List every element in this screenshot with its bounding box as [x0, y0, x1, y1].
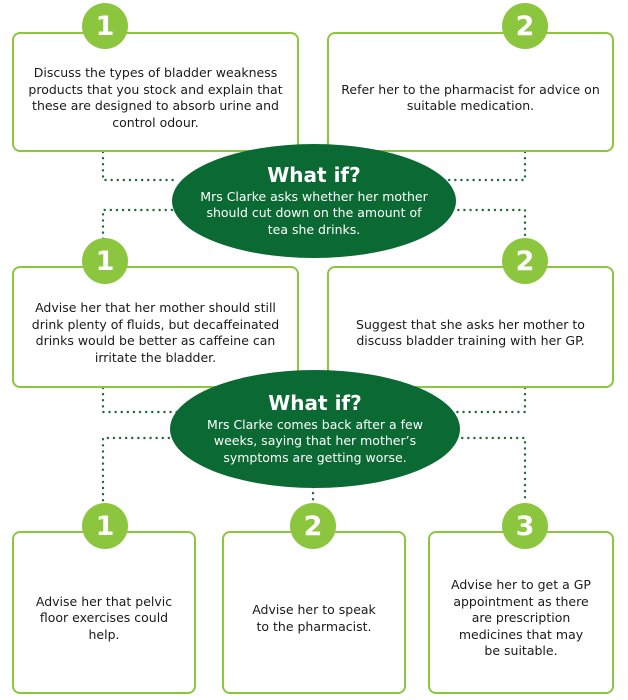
what-if-ellipse-1: What if? Mrs Clarke asks whether her mot… [172, 144, 456, 258]
connector-mid-left [101, 208, 180, 242]
what-if-ellipse-2: What if? Mrs Clarke comes back after a f… [170, 370, 460, 488]
connector-bottom-right [448, 436, 527, 504]
number-badge: 1 [82, 503, 128, 549]
option-box-2-2: Suggest that she asks her mother to disc… [327, 266, 614, 388]
connector-low-right [438, 386, 527, 414]
what-if-text: Mrs Clarke comes back after a few weeks,… [207, 417, 423, 465]
option-box-1-2: Refer her to the pharmacist for advice o… [327, 32, 614, 152]
number-badge: 1 [82, 3, 128, 49]
option-box-2-1: Advise her that her mother should still … [12, 266, 299, 388]
connector-bottom-left [101, 436, 177, 504]
option-text: Advise her to get a GP appointment as th… [451, 577, 591, 659]
number-badge: 3 [502, 503, 548, 549]
option-text: Discuss the types of bladder weakness pr… [28, 65, 283, 130]
option-text: Advise her that her mother should still … [31, 300, 280, 365]
number-badge: 2 [502, 238, 548, 284]
option-box-3-3: Advise her to get a GP appointment as th… [428, 531, 614, 694]
option-box-3-2: Advise her to speak to the pharmacist. [222, 531, 406, 694]
number-badge: 1 [82, 238, 128, 284]
connector-mid-right [438, 208, 527, 242]
option-text: Advise her to speak to the pharmacist. [252, 602, 376, 634]
option-box-3-1: Advise her that pelvic floor exercises c… [12, 531, 196, 694]
what-if-title: What if? [267, 163, 361, 188]
connector-top-right [438, 150, 527, 182]
what-if-text: Mrs Clarke asks whether her mother shoul… [200, 189, 428, 237]
option-text: Advise her that pelvic floor exercises c… [35, 593, 173, 642]
option-text: Refer her to the pharmacist for advice o… [341, 81, 600, 114]
number-badge: 2 [290, 503, 336, 549]
option-box-1-1: Discuss the types of bladder weakness pr… [12, 32, 299, 152]
connector-low-left [101, 386, 180, 414]
number-badge: 2 [502, 3, 548, 49]
connector-top-left [101, 150, 180, 182]
option-text: Suggest that she asks her mother to disc… [356, 316, 585, 349]
what-if-title: What if? [268, 391, 362, 416]
